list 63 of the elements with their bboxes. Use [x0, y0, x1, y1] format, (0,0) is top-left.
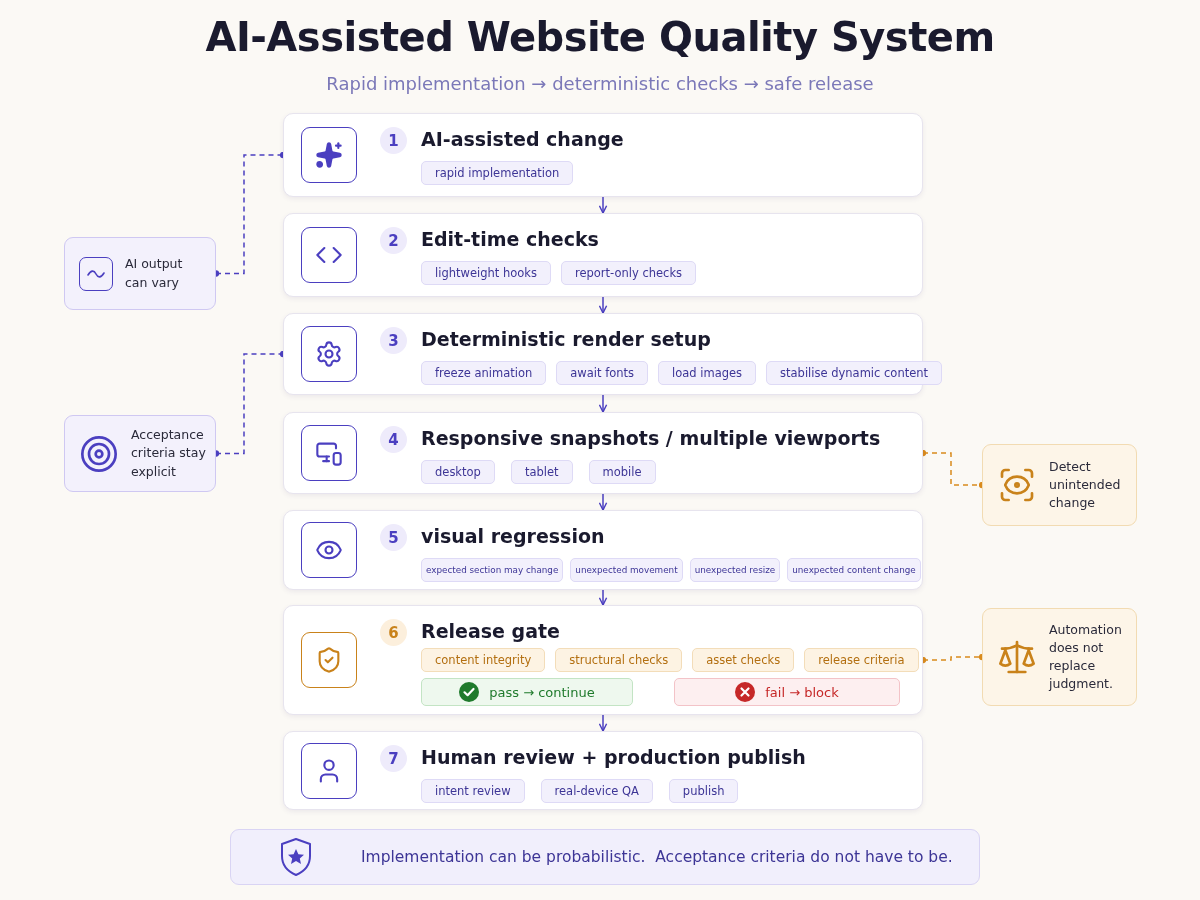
tag-chip: structural checks [555, 648, 683, 672]
step-card [283, 213, 923, 297]
outcome-text: pass → continue [489, 684, 595, 700]
fail-outcome-box [674, 678, 900, 706]
step-card [283, 605, 923, 715]
subtitle: Rapid implementation → deterministic checks → safe release [325, 73, 875, 94]
tag-chip: mobile [588, 460, 656, 484]
arrow [598, 493, 608, 511]
tag-chip: expected section may change [421, 558, 564, 582]
tag-chip: lightweight hooks [421, 261, 551, 285]
step-number: 3 [380, 327, 407, 354]
step-card [283, 412, 923, 494]
tag-chip: load images [658, 361, 757, 385]
note-text: Automation does not replace judgment. [1049, 620, 1123, 694]
tag-chip: desktop [421, 460, 495, 484]
tag-chip: unexpected movement [570, 558, 683, 582]
arrow [598, 589, 608, 606]
step-card [283, 113, 923, 197]
tag-chip: await fonts [556, 361, 648, 385]
step-title: visual regression [421, 525, 605, 547]
banner-text: Implementation can be probabilistic. Acceptance criteria do not have to be. [361, 848, 953, 866]
arrow [598, 714, 608, 732]
arrow [598, 196, 608, 214]
step-title: AI-assisted change [421, 128, 624, 150]
tag-chip: rapid implementation [421, 161, 574, 185]
note-text: AI output can vary [125, 255, 184, 292]
step-title: Deterministic render setup [421, 328, 711, 350]
tag-chip: report-only checks [560, 261, 697, 285]
step-number: 6 [380, 619, 407, 646]
tag-chip: unexpected resize [689, 558, 781, 582]
arrow [598, 394, 608, 413]
step-number: 2 [380, 227, 407, 254]
tag-chip: stabilise dynamic content [766, 361, 943, 385]
outcome-text: fail → block [765, 684, 839, 700]
note-card [982, 608, 1137, 706]
pass-outcome-box [421, 678, 633, 706]
arrow [598, 296, 608, 314]
step-number: 4 [380, 426, 407, 453]
step-title: Responsive snapshots / multiple viewports [421, 427, 881, 449]
tag-chip: freeze animation [421, 361, 547, 385]
note-card [982, 444, 1137, 526]
step-title: Human review + production publish [421, 746, 806, 768]
title: AI-Assisted Website Quality System [204, 14, 996, 60]
note-card [64, 415, 216, 492]
step-title: Edit-time checks [421, 228, 599, 250]
step-card [283, 510, 923, 590]
tag-chip: publish [668, 779, 739, 803]
tag-chip: intent review [421, 779, 525, 803]
step-title: Release gate [421, 620, 560, 642]
tag-chip: tablet [510, 460, 573, 484]
note-text: Detect unintended change [1049, 457, 1122, 513]
step-card [283, 731, 923, 810]
tag-chip: asset checks [692, 648, 795, 672]
tag-chip: content integrity [421, 648, 546, 672]
banner [230, 829, 980, 885]
tag-chip: real-device QA [540, 779, 653, 803]
tag-chip: unexpected content change [787, 558, 921, 582]
tag-chip: release criteria [804, 648, 919, 672]
step-number: 7 [380, 745, 407, 772]
note-card [64, 237, 216, 310]
note-text: Acceptance criteria stay explicit [131, 426, 207, 481]
step-number: 1 [380, 127, 407, 154]
step-number: 5 [380, 524, 407, 551]
